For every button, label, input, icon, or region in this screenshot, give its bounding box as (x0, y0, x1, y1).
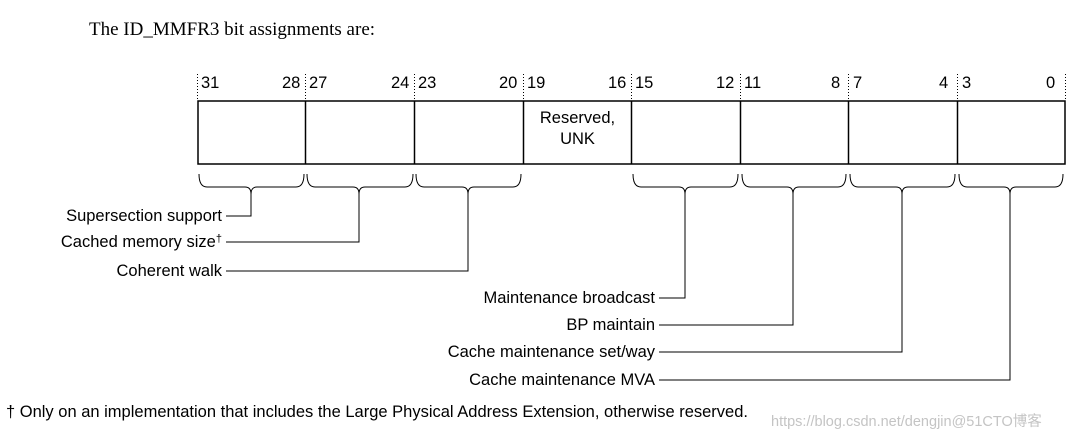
bit-label-31: 31 (201, 74, 220, 92)
leader-lines (226, 194, 1011, 381)
field-dividers (304, 101, 959, 164)
bit-label-8: 8 (831, 74, 841, 92)
bit-label-16: 16 (608, 74, 627, 92)
bit-label-4: 4 (939, 74, 949, 92)
cached-memory-size-text: Cached memory size (60, 233, 216, 251)
intro-text: The ID_MMFR3 bit assignments are: (89, 19, 376, 40)
bit-label-20: 20 (499, 74, 518, 92)
label-supersection-support: Supersection support (66, 207, 222, 225)
bit-label-12: 12 (716, 74, 735, 92)
label-cache-maintenance-mva: Cache maintenance MVA (469, 371, 655, 389)
bit-label-24: 24 (391, 74, 410, 92)
bit-label-19: 19 (527, 74, 546, 92)
reserved-line-2: UNK (560, 130, 595, 148)
footnote: † Only on an implementation that include… (6, 403, 748, 421)
dagger-mark: † (215, 233, 222, 245)
field-braces (198, 173, 1064, 195)
reserved-field-label: Reserved, UNK (523, 108, 632, 150)
bit-label-0: 0 (1046, 74, 1056, 92)
bit-boundary-guides (197, 74, 1066, 101)
label-maintenance-broadcast: Maintenance broadcast (483, 289, 655, 307)
bit-label-7: 7 (853, 74, 863, 92)
bit-label-27: 27 (309, 74, 328, 92)
label-bp-maintain: BP maintain (566, 316, 655, 334)
label-coherent-walk: Coherent walk (116, 262, 222, 280)
bit-label-15: 15 (635, 74, 654, 92)
label-cache-maintenance-set-way: Cache maintenance set/way (447, 343, 655, 361)
watermark: https://blog.csdn.net/dengjin@51CTO博客 (771, 414, 1042, 430)
label-cached-memory-size: Cached memory size† (61, 232, 222, 252)
bit-label-28: 28 (282, 74, 301, 92)
bit-label-11: 11 (744, 74, 762, 92)
bit-label-23: 23 (418, 74, 437, 92)
reserved-line-1: Reserved, (539, 109, 616, 127)
bit-label-3: 3 (962, 74, 972, 92)
